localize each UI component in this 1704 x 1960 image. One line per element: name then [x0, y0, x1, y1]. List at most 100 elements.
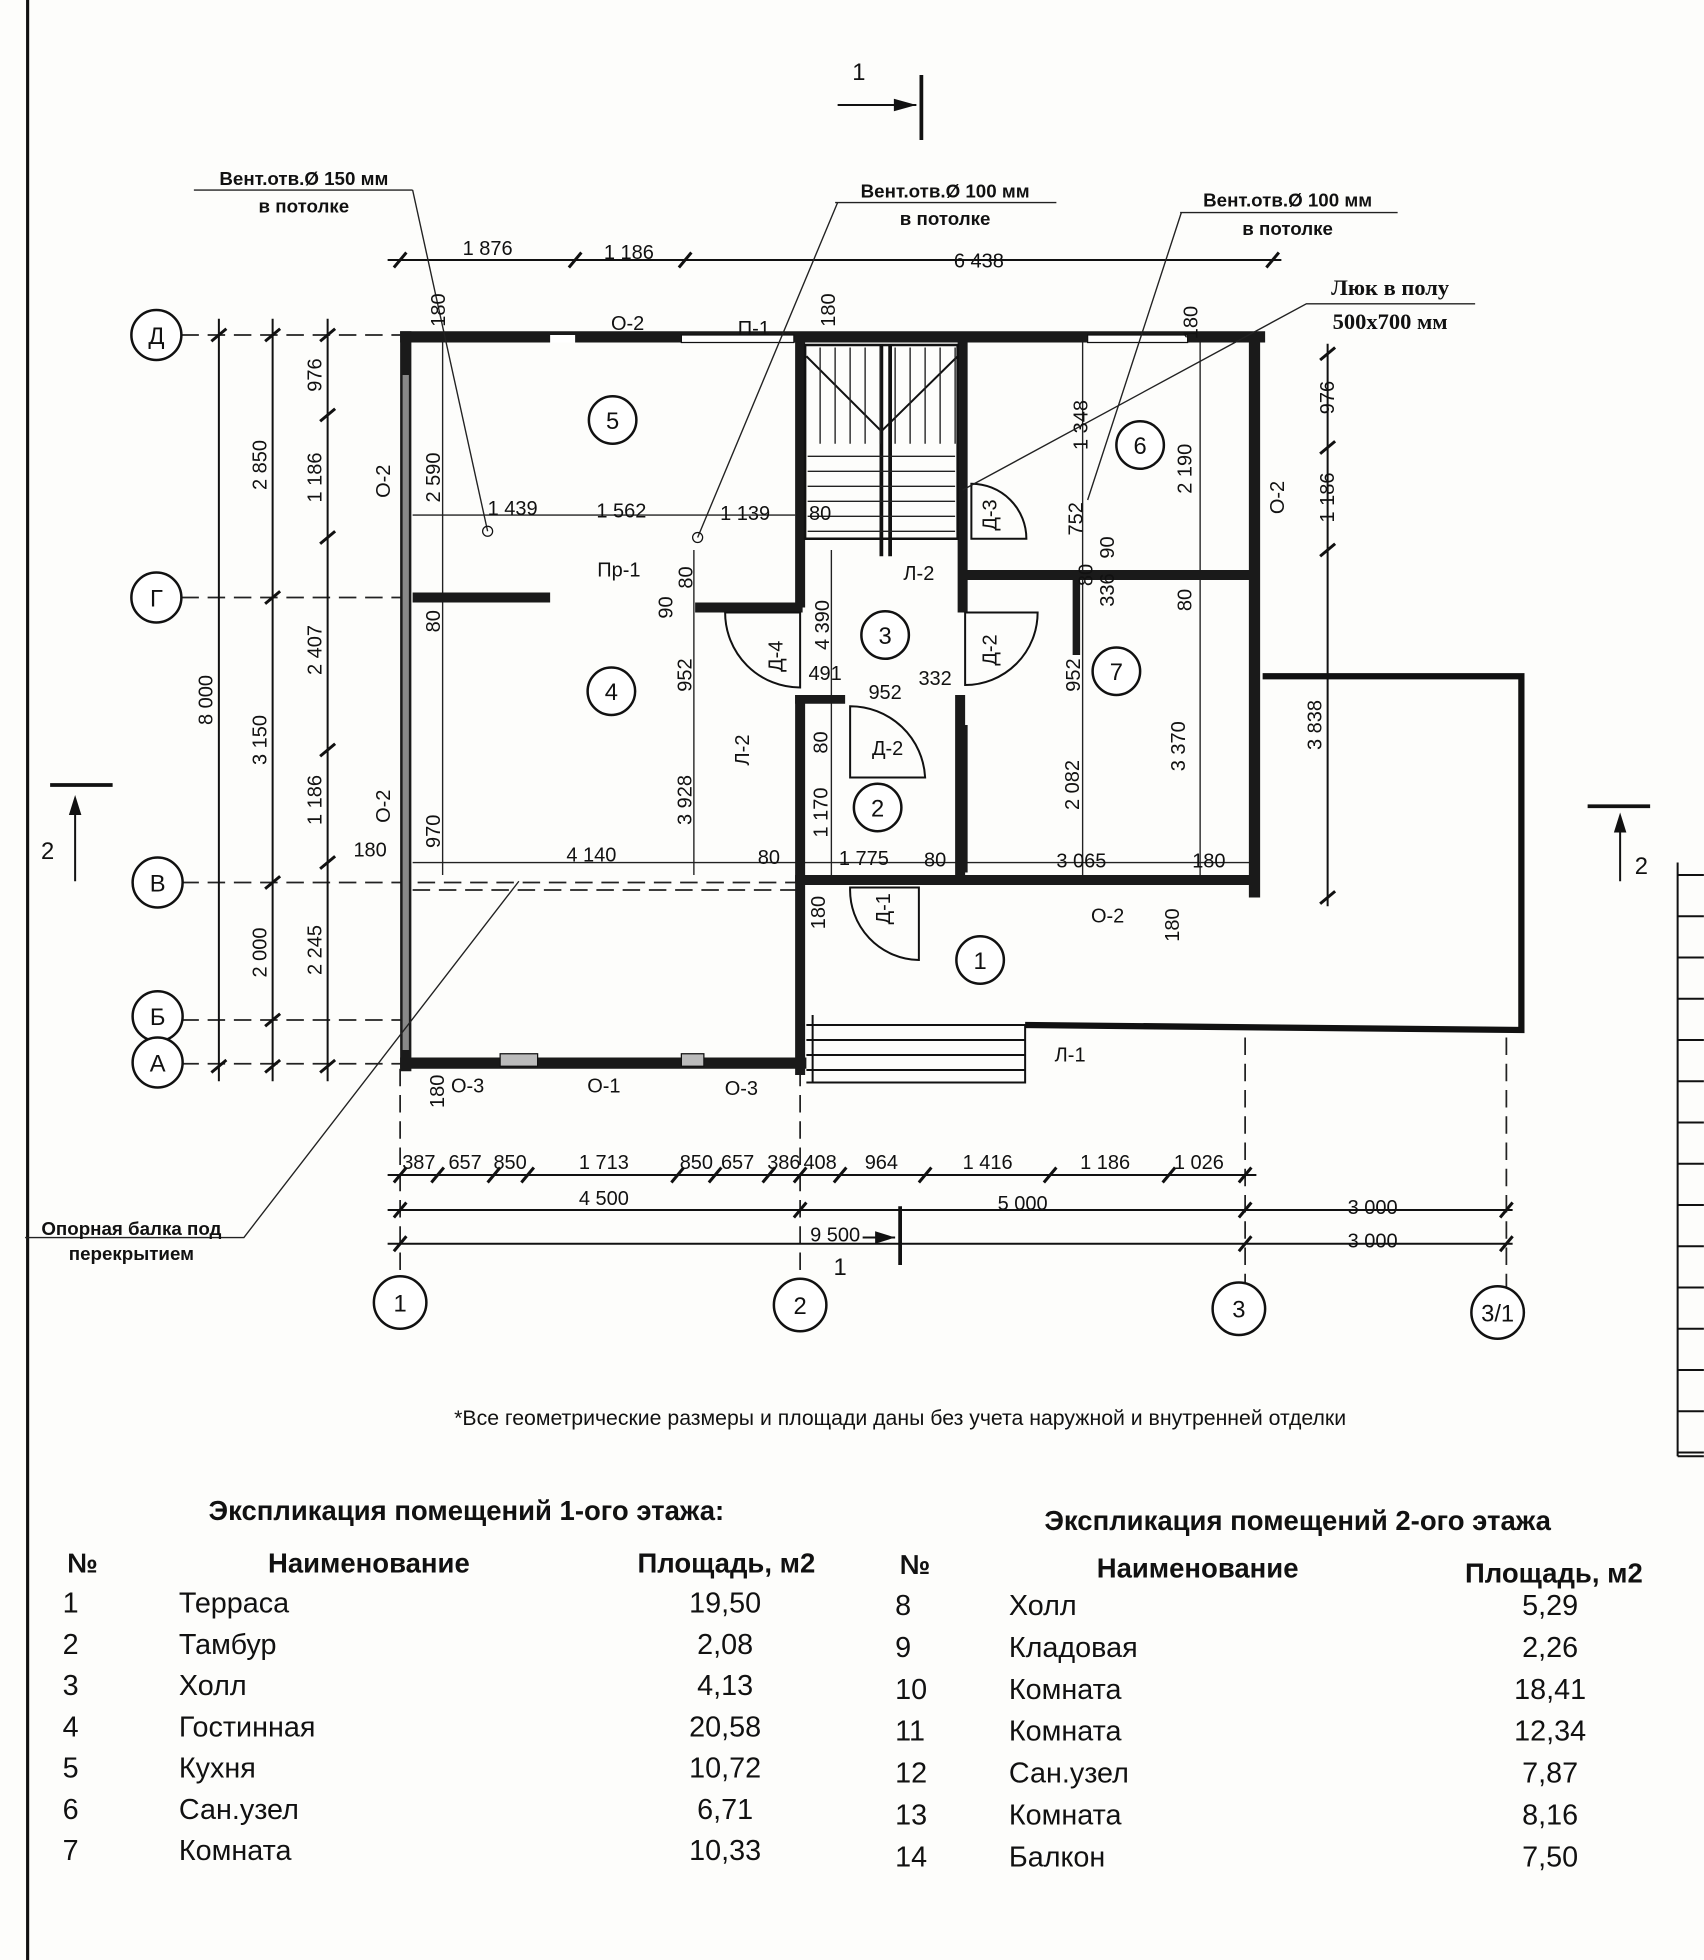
dimension-label: 6 438	[954, 251, 1004, 273]
room-area-cell: 7,87	[1522, 1758, 1578, 1790]
door-d2-tambour	[849, 705, 927, 779]
plan-label: 1 775	[839, 848, 889, 870]
floor1-header-area: Площадь, м2	[637, 1548, 815, 1579]
plan-label: 491	[808, 663, 841, 685]
plan-label: 90	[656, 596, 678, 618]
dimension-tick	[792, 1201, 808, 1219]
room-area-cell: 4,13	[697, 1670, 753, 1702]
room-number: 4	[605, 679, 618, 706]
plan-label: Д-4	[766, 641, 788, 672]
room-circle	[586, 666, 637, 717]
room-name-cell: Комната	[1009, 1716, 1122, 1748]
vent-100-b-sub: в потолке	[1242, 218, 1333, 239]
svg-text:2: 2	[41, 838, 54, 865]
dimension-tick	[392, 1201, 408, 1219]
svg-text:Г: Г	[150, 585, 163, 612]
dimension-label: 387	[402, 1152, 435, 1174]
dimension-tick	[567, 251, 583, 269]
room-area-cell: 5,29	[1522, 1590, 1578, 1622]
plan-label: О-2	[373, 790, 395, 823]
dimension-label: 1 876	[463, 238, 513, 260]
room-circle	[860, 610, 911, 660]
room-area-cell: 10,33	[689, 1835, 761, 1867]
room-circle	[852, 782, 903, 833]
plan-label: 952	[674, 658, 696, 691]
plan-label: 1 139	[720, 503, 770, 525]
beam-note-1: Опорная балка под	[41, 1218, 221, 1239]
dimension-tick	[792, 1166, 808, 1184]
svg-text:1: 1	[852, 59, 865, 86]
room-name-cell: Комната	[1009, 1674, 1122, 1706]
plan-label: 2 082	[1062, 760, 1084, 810]
terrace	[806, 673, 1525, 1084]
dimension-label: 657	[448, 1152, 481, 1174]
floor-hatch-title: Люк в полу	[1331, 275, 1450, 300]
dimension-label: 850	[493, 1152, 526, 1174]
door-d4	[724, 611, 802, 689]
plan-label: Л-2	[903, 563, 934, 585]
dimension-tick	[1319, 440, 1337, 455]
vent-100-b-title: Вент.отв.Ø 100 мм	[1203, 189, 1372, 210]
plan-label: 1 170	[811, 787, 833, 837]
room-number-cell: 6	[63, 1794, 79, 1826]
dimension-label: 3 000	[1348, 1197, 1398, 1219]
dimension-label: 1 186	[304, 452, 326, 502]
leaders	[25, 189, 1476, 1239]
dimension-label: 2 407	[304, 625, 326, 675]
room-area-cell: 6,71	[697, 1794, 753, 1826]
room-number-cell: 10	[895, 1674, 927, 1706]
room-number: 5	[606, 408, 619, 435]
dimension-tick	[520, 1166, 536, 1184]
plan-label: 80	[809, 503, 831, 525]
plan-label: 80	[423, 610, 445, 632]
plan-label: 80	[1076, 564, 1098, 586]
plan-label: 1 439	[488, 498, 538, 520]
room-name-cell: Балкон	[1009, 1841, 1105, 1873]
plan-label: Д-2	[872, 738, 903, 760]
plan-label: Л-2	[732, 735, 754, 766]
dimension-tick	[210, 327, 228, 343]
staircase	[803, 343, 959, 557]
axis-col-3-1: 3/1	[1470, 1285, 1526, 1340]
dimension-tick	[319, 855, 337, 870]
room-number-cell: 4	[63, 1711, 79, 1743]
room-name-cell: Комната	[1009, 1799, 1122, 1831]
dimension-tick	[677, 251, 693, 269]
axis-col-1: 1	[372, 1275, 428, 1330]
annotations: Вент.отв.Ø 150 мм в потолке Вент.отв.Ø 1…	[41, 168, 1450, 1264]
svg-text:3: 3	[1232, 1297, 1245, 1324]
dimension-tick	[319, 407, 337, 423]
dimension-label: 1 416	[963, 1152, 1013, 1174]
dimension-tick	[1161, 1166, 1177, 1184]
plan-label: 80	[1174, 589, 1196, 611]
dimension-tick	[210, 1058, 228, 1074]
dimension-label: 976	[304, 358, 326, 391]
dimension-tick	[1237, 1201, 1253, 1219]
plan-label: 3 370	[1168, 721, 1190, 771]
dimension-label: 2 245	[304, 925, 326, 975]
dimension-label: 1 713	[579, 1152, 629, 1174]
dimension-label: 2 000	[249, 927, 271, 977]
room-number: 1	[974, 948, 987, 975]
dimension-tick	[917, 1166, 933, 1184]
floor2-title: Экспликация помещений 2-ого этажа	[1044, 1505, 1551, 1536]
plan-label: О-2	[373, 465, 395, 498]
room-number-cell: 2	[63, 1629, 79, 1661]
plan-label: П-1	[738, 318, 770, 340]
plan-label: О-3	[451, 1076, 484, 1098]
floor1-header-name: Наименование	[268, 1548, 470, 1579]
room-number-cell: 7	[63, 1835, 79, 1867]
room-name-cell: Сан.узел	[179, 1794, 299, 1826]
plan-label: 180	[427, 1075, 449, 1108]
room-area-cell: 12,34	[1514, 1716, 1586, 1748]
dimension-tick	[430, 1166, 446, 1184]
plan-label: 80	[811, 731, 833, 753]
